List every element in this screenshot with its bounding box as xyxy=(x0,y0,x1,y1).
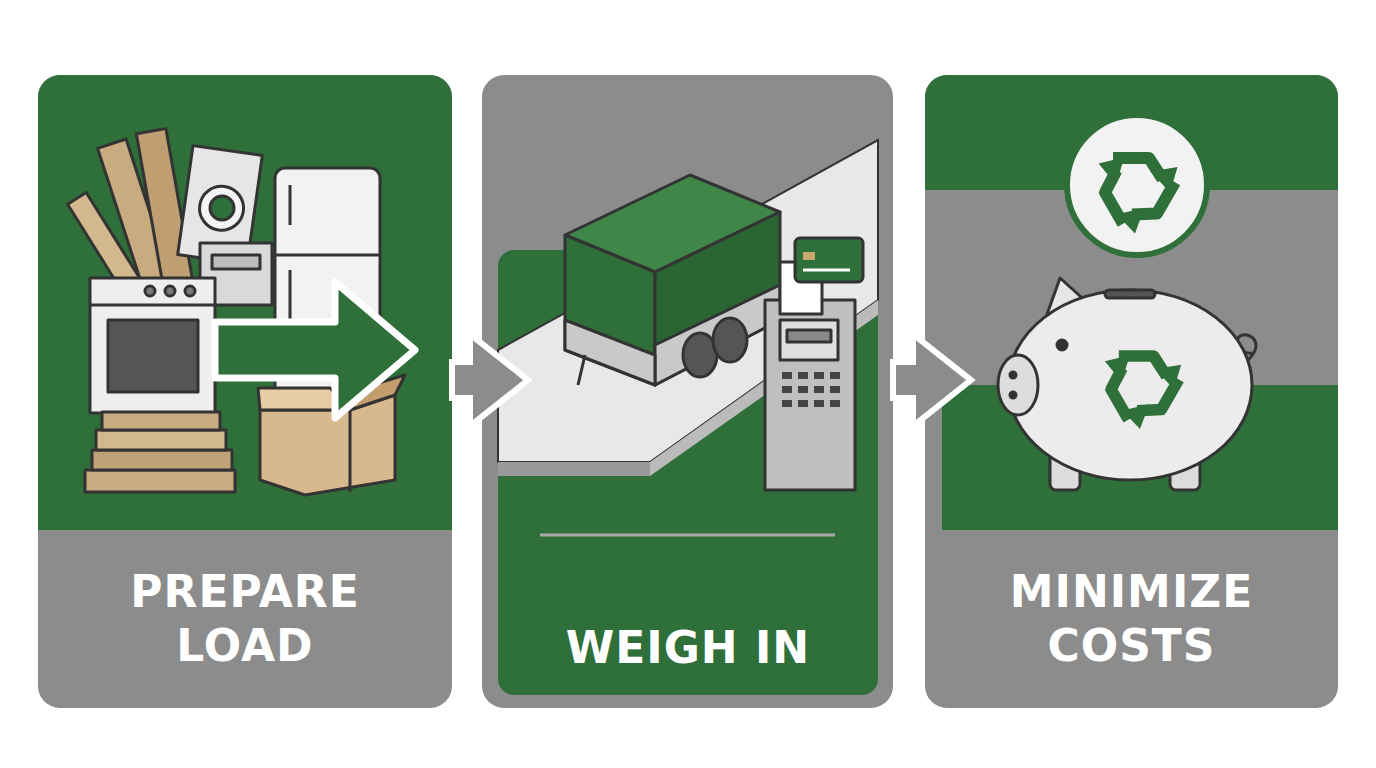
step-label: WEIGH IN xyxy=(566,621,810,675)
junk-pile xyxy=(68,129,415,495)
panel-prepare xyxy=(38,75,452,708)
step-label: PREPARE LOAD xyxy=(95,565,395,672)
flow-arrow xyxy=(893,334,971,426)
savings-illustration xyxy=(998,115,1256,490)
panel-minimize xyxy=(925,75,1338,708)
label-area: WEIGH IN xyxy=(498,545,878,750)
panel-weigh xyxy=(482,75,893,708)
step-label: MINIMIZE COSTS xyxy=(962,565,1302,672)
label-area: MINIMIZE COSTS xyxy=(925,530,1338,708)
process-step: PREPARE LOAD xyxy=(38,75,452,708)
process-step: WEIGH IN xyxy=(482,75,893,708)
process-step: MINIMIZE COSTS xyxy=(925,75,1338,708)
flow-arrow xyxy=(452,334,528,426)
label-area: PREPARE LOAD xyxy=(38,530,452,708)
trailer-and-kiosk xyxy=(565,175,863,490)
